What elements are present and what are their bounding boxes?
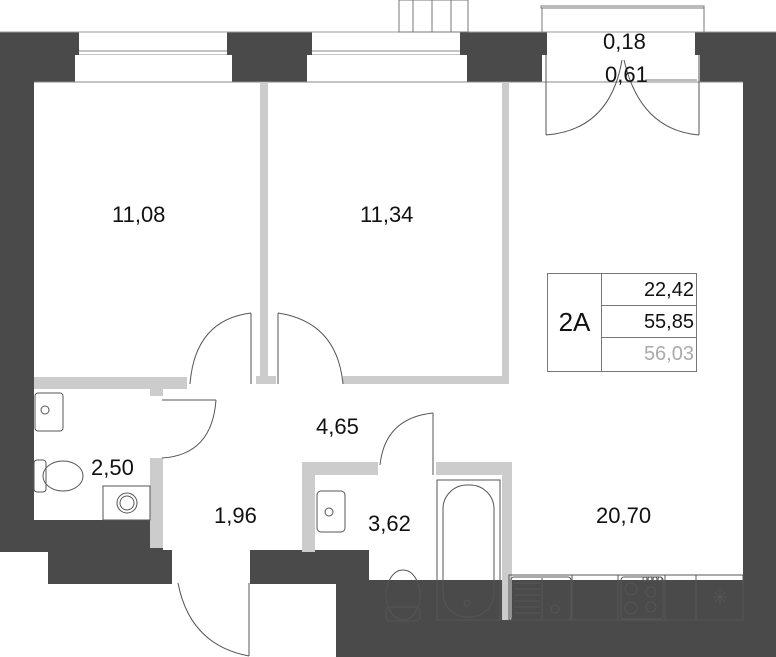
apartment-legend: 2A 22,42 55,85 56,03 [547, 273, 697, 372]
apartment-code: 2A [548, 274, 602, 371]
interior-walls [34, 82, 512, 620]
fridge-icon [713, 590, 727, 604]
bathroom-toilet-icon [385, 569, 421, 622]
toilet-sink-icon [34, 392, 64, 432]
exterior-walls [0, 32, 776, 657]
room-area-bedroom-2: 11,34 [360, 202, 414, 227]
doors [161, 312, 434, 657]
room-area-bedroom-1: 11,08 [112, 202, 166, 227]
washing-machine-icon [102, 485, 151, 521]
room-area-balcony-2: 0,61 [605, 62, 648, 87]
kitchen-sink-icon [510, 576, 572, 621]
bathtub-icon [436, 479, 501, 621]
living-area-value: 22,42 [602, 274, 696, 306]
room-area-entrance: 1,96 [214, 503, 257, 528]
room-area-toilet: 2,50 [91, 455, 134, 480]
kitchen-counter [508, 574, 744, 621]
balcony-railing [398, 0, 705, 33]
toilet-icon [33, 459, 84, 493]
balcony-door [545, 55, 700, 136]
room-area-balcony: 0,18 [603, 29, 646, 54]
stove-icon [620, 576, 664, 620]
room-area-hallway: 4,65 [316, 414, 359, 439]
windows [0, 31, 776, 83]
room-area-bathroom: 3,62 [368, 511, 411, 536]
room-area-kitchen-living: 20,70 [596, 503, 652, 528]
bathroom-sink-icon [316, 490, 346, 533]
total-area-with-balcony-value: 56,03 [643, 343, 694, 365]
total-area-value: 55,85 [602, 306, 696, 338]
